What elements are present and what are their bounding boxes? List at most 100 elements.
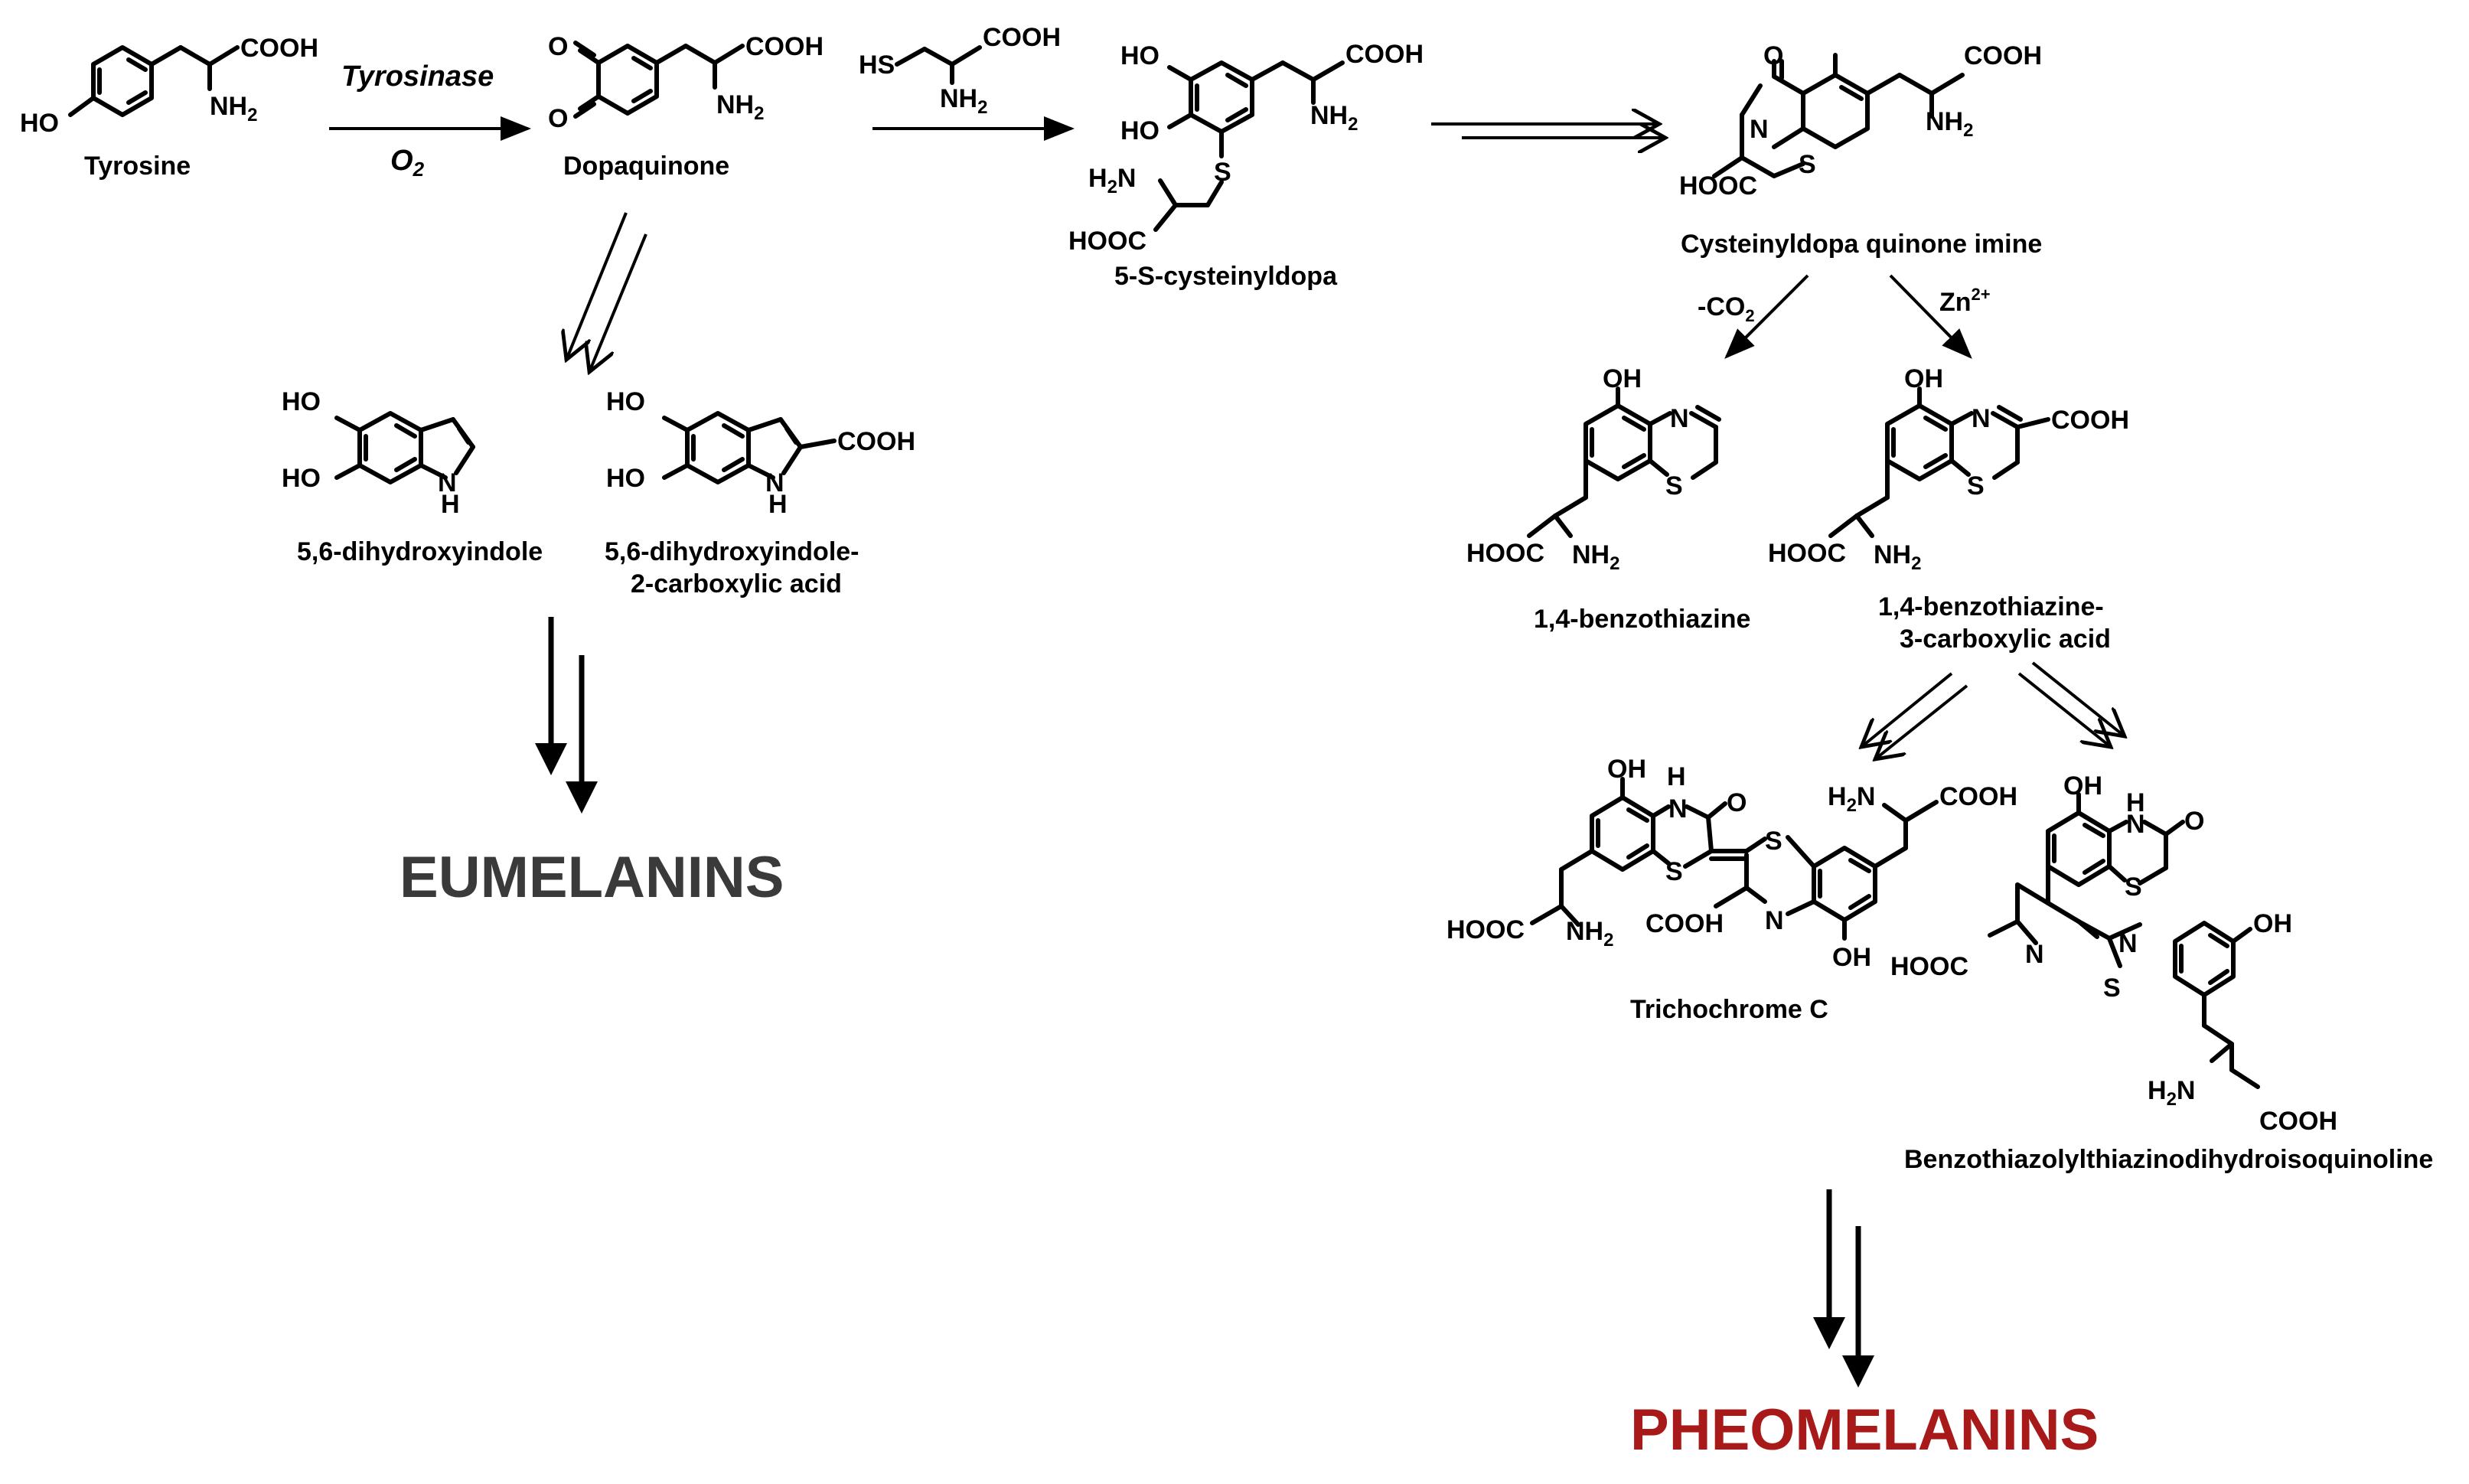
btzq-oh2: OH — [2253, 909, 2292, 938]
reaction-arrow-5 — [1724, 274, 1809, 359]
dhi-ho2: HO — [282, 464, 321, 493]
trichochrome-oh1: OH — [1607, 755, 1646, 784]
btzq-nh: N — [2126, 810, 2145, 839]
cysteinyldopa-cooh: COOH — [1345, 40, 1424, 69]
dhi-ho1: HO — [282, 387, 321, 416]
quinone-imine-label: Cysteinyldopa quinone imine — [1681, 230, 2042, 259]
btca-nh2: NH2 — [1874, 540, 1921, 574]
cysteinyldopa-ho2: HO — [1120, 116, 1159, 145]
trichochrome-o: O — [1727, 788, 1747, 817]
tyrosine-ho-label: HO — [20, 109, 59, 138]
reaction-arrow-2b — [589, 233, 647, 372]
tyrosine-cooh-label: COOH — [240, 34, 318, 63]
benzothiazine-oh: OH — [1603, 364, 1642, 393]
eumelanins-label: EUMELANINS — [400, 845, 784, 910]
quinone-imine-hooc: HOOC — [1679, 171, 1757, 201]
btca-cooh: COOH — [2051, 406, 2129, 435]
reaction-arrow-8b — [2031, 661, 2125, 736]
dhi-label: 5,6-dihydroxyindole — [297, 537, 543, 566]
dopaquinone-label: Dopaquinone — [563, 152, 729, 181]
dhica-h: H — [768, 490, 788, 519]
btca-label-2: 3-carboxylic acid — [1900, 625, 2111, 654]
btca-structure: OH N S COOH HOOC NH2 — [1768, 364, 2129, 574]
btzq-h2n: H2N — [2148, 1076, 2195, 1110]
trichochrome-s2: S — [1765, 827, 1782, 856]
trichochrome-cooh: COOH — [1939, 782, 2017, 811]
cysteinyldopa-ho1: HO — [1120, 41, 1159, 70]
tyrosine-nh2-label: NH2 — [210, 92, 257, 126]
dhica-ho1: HO — [606, 387, 645, 416]
btzq-label: Benzothiazolylthiazinodihydroisoquinolin… — [1904, 1145, 2433, 1174]
dhi-h: H — [441, 490, 460, 519]
trichochrome-n: N — [1765, 906, 1784, 935]
trichochrome-structure: OH H N O S S N COOH OH HOOC NH2 H2N COOH — [1447, 755, 2017, 972]
benzothiazine-hooc: HOOC — [1466, 539, 1544, 568]
dopaquinone-o1: O — [548, 32, 568, 61]
btca-n: N — [1972, 404, 1991, 433]
dopaquinone-cooh-label: COOH — [745, 32, 824, 61]
btzq-h: H — [2126, 788, 2145, 817]
reaction-arrow-8a — [2017, 672, 2111, 747]
cysteine-structure: HS COOH NH2 — [859, 23, 1061, 118]
btzq-o: O — [2184, 807, 2204, 836]
btca-s: S — [1967, 471, 1985, 501]
cysteine-hs-label: HS — [859, 51, 895, 80]
cysteinyldopa-nh2: NH2 — [1310, 101, 1358, 135]
reaction-arrow-6 — [1889, 274, 1972, 359]
btca-label-1: 1,4-benzothiazine- — [1878, 592, 2104, 621]
dopaquinone-o2: O — [548, 104, 568, 133]
cysteinyldopa-label: 5-S-cysteinyldopa — [1114, 262, 1338, 291]
dhica-ho2: HO — [606, 464, 645, 493]
quinone-imine-o: O — [1763, 41, 1783, 70]
benzothiazine-label: 1,4-benzothiazine — [1534, 605, 1750, 634]
dhica-n: N — [765, 468, 784, 497]
pheomelanins-label: PHEOMELANINS — [1630, 1398, 2099, 1463]
trichochrome-label: Trichochrome C — [1630, 995, 1828, 1024]
zinc-label: Zn2+ — [1939, 285, 1991, 317]
cysteine-nh2-label: NH2 — [940, 84, 987, 118]
cysteine-cooh-label: COOH — [983, 23, 1061, 52]
decarboxylation-label: -CO2 — [1698, 292, 1755, 325]
btzq-structure: OH H N O S N N S OH HOOC H2N COOH — [1890, 771, 2337, 1136]
cysteinyldopa-hooc: HOOC — [1068, 227, 1146, 256]
dopaquinone-structure: O O COOH NH2 — [548, 32, 824, 133]
trichochrome-nh2: NH2 — [1566, 917, 1613, 951]
benzothiazine-nh2: NH2 — [1572, 540, 1619, 574]
btca-hooc: HOOC — [1768, 539, 1846, 568]
cysteinyldopa-s: S — [1214, 158, 1231, 187]
quinone-imine-s: S — [1799, 150, 1816, 179]
tyrosine-structure: HO COOH NH2 — [20, 34, 318, 138]
btzq-n1: N — [2118, 929, 2138, 958]
trichochrome-h: H — [1667, 762, 1686, 791]
dhi-structure: HO HO N H — [282, 387, 475, 519]
btzq-oh1: OH — [2063, 771, 2102, 801]
quinone-imine-n: N — [1750, 115, 1769, 144]
btzq-cooh: COOH — [2259, 1107, 2337, 1136]
trichochrome-cooh-ring: COOH — [1645, 909, 1724, 938]
dhica-cooh: COOH — [837, 427, 915, 456]
trichochrome-h2n: H2N — [1828, 782, 1875, 816]
quinone-imine-structure: O N S HOOC COOH NH2 — [1679, 41, 2042, 201]
btzq-hooc: HOOC — [1890, 952, 1968, 981]
btca-oh: OH — [1904, 364, 1943, 393]
quinone-imine-nh2: NH2 — [1926, 107, 1973, 141]
reaction-arrow-2a — [566, 212, 628, 360]
dhi-n: N — [438, 468, 457, 497]
trichochrome-oh2: OH — [1832, 943, 1871, 972]
benzothiazine-n: N — [1670, 404, 1689, 433]
btzq-n2: N — [2025, 940, 2044, 969]
dhica-label-2: 2-carboxylic acid — [631, 569, 842, 598]
trichochrome-s1: S — [1665, 857, 1683, 886]
dhica-structure: HO HO N H COOH — [606, 387, 915, 519]
dhica-label-1: 5,6-dihydroxyindole- — [605, 537, 859, 566]
trichochrome-hooc: HOOC — [1447, 915, 1525, 944]
cysteinyldopa-h2n: H2N — [1088, 164, 1136, 197]
reaction-arrow-7b — [1875, 684, 1968, 759]
quinone-imine-cooh: COOH — [1964, 41, 2042, 70]
benzothiazine-s: S — [1665, 471, 1683, 501]
oxygen-label: O2 — [390, 145, 425, 181]
trichochrome-nh: N — [1668, 794, 1688, 824]
tyrosinase-label: Tyrosinase — [341, 60, 494, 93]
tyrosine-label: Tyrosine — [84, 152, 191, 181]
